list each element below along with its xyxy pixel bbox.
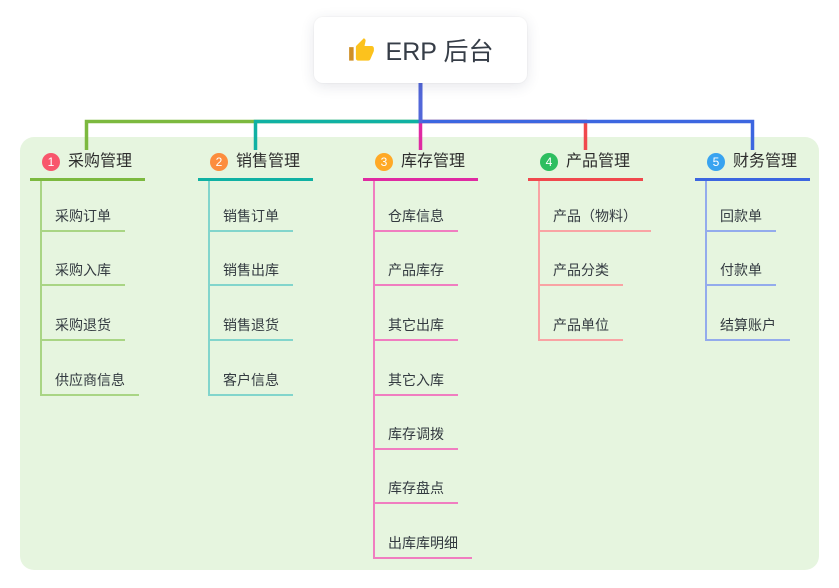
branch-spine-1	[40, 181, 42, 396]
child-node[interactable]: 仓库信息	[373, 206, 458, 232]
child-node[interactable]: 产品（物料）	[538, 206, 651, 232]
child-node[interactable]: 采购入库	[40, 260, 125, 286]
branch-header-5[interactable]: 5 财务管理	[695, 150, 811, 181]
child-node[interactable]: 出库库明细	[373, 533, 472, 559]
branch-header-3[interactable]: 3 库存管理	[363, 150, 479, 181]
child-node[interactable]: 采购订单	[40, 206, 125, 232]
root-label: ERP 后台	[385, 38, 494, 66]
branch-label-5: 财务管理	[733, 153, 798, 170]
branch-header-1[interactable]: 1 采购管理	[30, 150, 146, 181]
branch-badge-1: 1	[42, 153, 60, 171]
child-node[interactable]: 产品单位	[538, 315, 623, 341]
branch-header-4[interactable]: 4 产品管理	[528, 150, 644, 181]
branch-label-2: 销售管理	[236, 153, 301, 170]
child-node[interactable]: 其它入库	[373, 370, 458, 396]
branch-spine-4	[538, 181, 540, 341]
branch-label-1: 采购管理	[68, 153, 133, 170]
child-node[interactable]: 供应商信息	[40, 370, 139, 396]
branch-badge-5: 5	[707, 153, 725, 171]
branch-badge-3: 3	[375, 153, 393, 171]
branch-label-4: 产品管理	[566, 153, 631, 170]
branch-header-2[interactable]: 2 销售管理	[198, 150, 314, 181]
thumbs-up-icon	[348, 37, 374, 61]
branch-label-3: 库存管理	[401, 153, 466, 170]
branch-badge-2: 2	[210, 153, 228, 171]
child-node[interactable]: 客户信息	[208, 370, 293, 396]
child-node[interactable]: 结算账户	[705, 315, 790, 341]
child-node[interactable]: 产品库存	[373, 260, 458, 286]
child-node[interactable]: 其它出库	[373, 315, 458, 341]
child-node[interactable]: 产品分类	[538, 260, 623, 286]
branch-spine-2	[208, 181, 210, 396]
branches-panel	[20, 137, 819, 570]
child-node[interactable]: 付款单	[705, 260, 776, 286]
child-node[interactable]: 回款单	[705, 206, 776, 232]
root-node[interactable]: ERP 后台	[314, 17, 527, 83]
child-node[interactable]: 采购退货	[40, 315, 125, 341]
child-node[interactable]: 销售退货	[208, 315, 293, 341]
child-node[interactable]: 库存调拨	[373, 424, 458, 450]
branch-spine-5	[705, 181, 707, 341]
branch-spine-3	[373, 181, 375, 559]
child-node[interactable]: 销售出库	[208, 260, 293, 286]
child-node[interactable]: 销售订单	[208, 206, 293, 232]
branch-badge-4: 4	[540, 153, 558, 171]
child-node[interactable]: 库存盘点	[373, 478, 458, 504]
